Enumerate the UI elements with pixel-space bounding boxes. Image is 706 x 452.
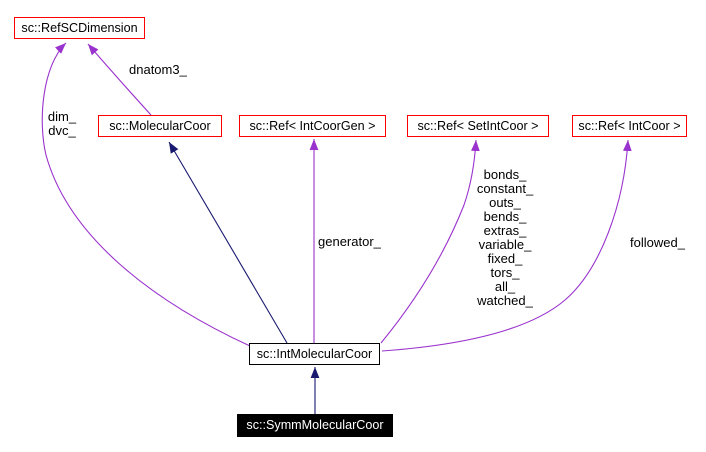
edge-label-dnatom3: dnatom3_ [129, 62, 187, 77]
collab-edge-dim-dvc [41, 42, 251, 347]
edge-label-dvc: dvc_ [48, 123, 76, 138]
node-sc-ref-intcoor[interactable]: sc::Ref< IntCoor > [572, 115, 687, 137]
collab-edge-setintcoor-members [380, 139, 480, 344]
edge-label-constant: constant_ [476, 181, 534, 196]
edge-label-generator: generator_ [318, 234, 381, 249]
node-sc-symmmolecularcoor: sc::SymmMolecularCoor [237, 414, 393, 437]
edge-label-dim: dim_ [47, 109, 77, 124]
edge-label-dim-dvc: dim_ dvc_ [40, 110, 84, 138]
collab-edge-dnatom3 [87, 43, 152, 116]
edge-label-setintcoor-members: bonds_ constant_ outs_ bends_ extras_ va… [450, 168, 560, 308]
node-sc-intmolecularcoor[interactable]: sc::IntMolecularCoor [249, 343, 380, 365]
edge-label-bonds: bonds_ [483, 167, 527, 182]
edge-label-outs: outs_ [489, 195, 521, 210]
node-sc-ref-intcoorgen[interactable]: sc::Ref< IntCoorGen > [239, 115, 386, 137]
node-sc-refscdimension[interactable]: sc::RefSCDimension [14, 17, 145, 39]
inherit-edge-intmolcoor-molcoor [168, 141, 288, 344]
node-sc-ref-setintcoor[interactable]: sc::Ref< SetIntCoor > [407, 115, 549, 137]
edge-label-extras: extras_ [483, 223, 527, 238]
edge-label-fixed: fixed_ [487, 251, 523, 266]
edge-label-tors: tors_ [490, 265, 520, 280]
edge-label-bends: bends_ [483, 209, 527, 224]
edge-label-variable: variable_ [478, 237, 532, 252]
edge-label-followed: followed_ [630, 235, 685, 250]
edge-label-all: all_ [494, 279, 516, 294]
edge-label-watched: watched_ [477, 293, 533, 308]
collab-edge-followed [381, 139, 632, 352]
node-sc-molecularcoor[interactable]: sc::MolecularCoor [98, 115, 222, 137]
